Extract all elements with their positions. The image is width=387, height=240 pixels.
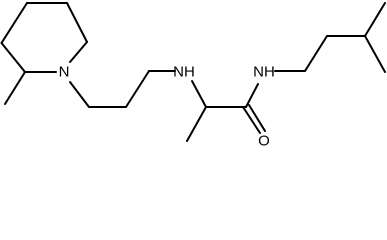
bond-methyl-ring	[4, 71, 26, 105]
bond-carbonyl-o-2	[248, 104, 266, 132]
bond-ring-4	[69, 41, 88, 63]
atom-label-amine-nh: NH	[173, 64, 195, 81]
bond-ring-1	[0, 2, 28, 44]
atom-label-ring-nitrogen: N	[59, 64, 70, 81]
piperidine-ring	[0, 2, 88, 73]
atom-label-amide-nh: NH	[253, 64, 275, 81]
bond-calpha-methyl	[186, 106, 207, 142]
bond-ring-6	[0, 42, 26, 73]
bond-carbonyl-o-1	[242, 106, 261, 134]
bond-chain-2	[304, 35, 328, 72]
bond-linker-3	[125, 70, 150, 108]
molecule-structure: N NH NH O	[0, 2, 386, 150]
bond-carbonyl-nh	[245, 83, 259, 108]
bond-nh-calpha	[191, 80, 207, 108]
propyl-linker	[69, 70, 176, 108]
bond-ring-3	[66, 2, 88, 43]
atom-label-carbonyl-oxygen: O	[258, 133, 270, 150]
bond-chain-5	[364, 35, 386, 73]
isopentyl-chain	[274, 2, 386, 73]
bond-chain-4	[364, 2, 386, 37]
bond-linker-1	[69, 81, 90, 108]
amide-backbone	[186, 80, 266, 142]
